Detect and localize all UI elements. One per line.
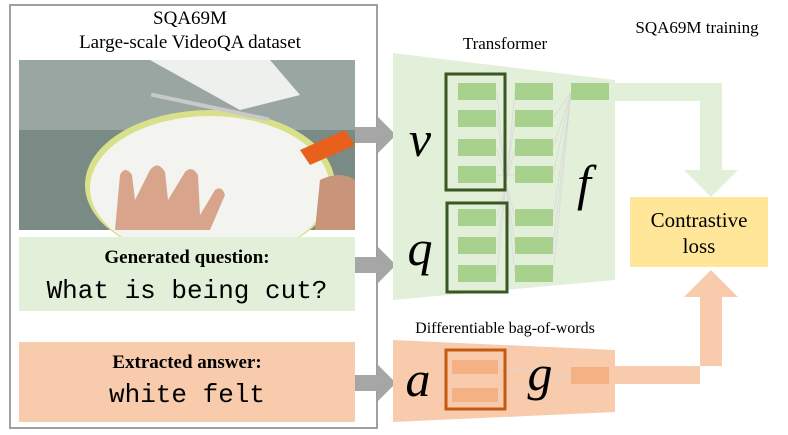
question-token-box [445, 201, 509, 294]
arrow-f-to-loss [609, 83, 738, 197]
answer-token-box [444, 348, 507, 411]
bow-title: Differentiable bag-of-words [415, 320, 595, 337]
transformer-title: Transformer [463, 34, 548, 53]
video-frame-image [19, 60, 355, 260]
bow-lines [497, 366, 572, 396]
g-symbol: g [528, 345, 553, 401]
question-label: Generated question: [104, 247, 269, 268]
answer-text: white felt [109, 380, 265, 410]
dataset-subtitle: Large-scale VideoQA dataset [79, 32, 302, 53]
f-output-bar [571, 83, 609, 100]
arrow-question [355, 247, 396, 283]
answer-box [19, 342, 355, 422]
video-token-box [444, 72, 507, 192]
loss-line2: loss [683, 234, 716, 258]
hand [115, 165, 225, 230]
arrow-g-to-loss [609, 270, 738, 384]
answer-label: Extracted answer: [112, 352, 261, 373]
arrow-video [355, 117, 396, 153]
answer-token-bar [452, 360, 498, 374]
arrow-answer [355, 365, 396, 401]
training-title: SQA69M training [635, 18, 759, 37]
a-symbol: a [406, 351, 431, 407]
q-symbol: q [408, 220, 433, 276]
dataset-title: SQA69M [153, 8, 227, 29]
scissors [300, 130, 355, 165]
question-box [19, 237, 355, 311]
question-text: What is being cut? [47, 276, 328, 306]
g-output-bar [571, 367, 609, 384]
answer-token-bar [452, 388, 498, 402]
v-symbol: v [409, 111, 432, 167]
input-arrows [355, 117, 396, 401]
contrastive-loss-box [630, 197, 768, 267]
loss-line1: Contrastive [651, 208, 748, 232]
dataset-panel [9, 4, 378, 429]
token-bars [458, 83, 609, 282]
